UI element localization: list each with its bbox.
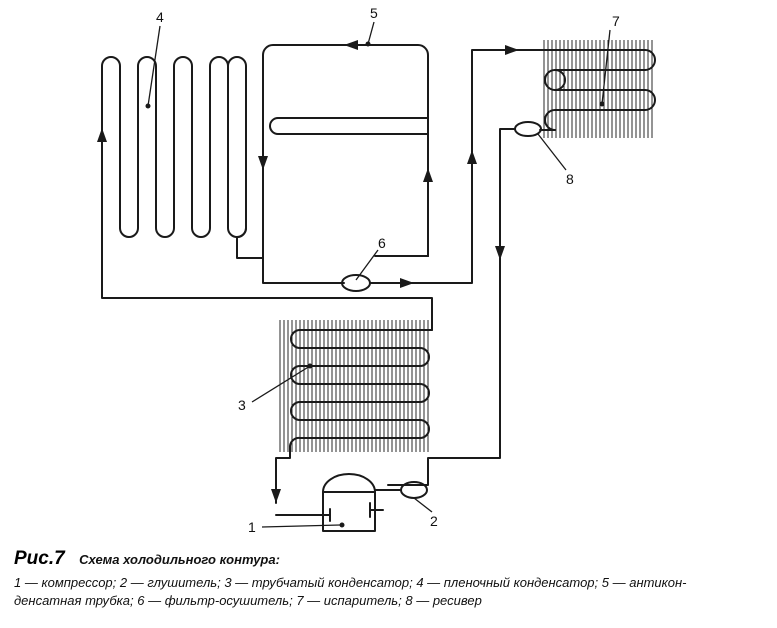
tube-condenser (279, 320, 429, 452)
arrow-up-left (97, 128, 107, 142)
receiver-line (387, 121, 542, 486)
evaporator (543, 40, 653, 138)
label-filter-dryer: 6 (378, 235, 386, 251)
legend-line-2: денсатная трубка; 6 — фильтр-осушитель; … (14, 593, 482, 608)
pipe-condenser-link (101, 134, 433, 331)
label-receiver: 8 (566, 171, 574, 187)
evaporator-coil (539, 49, 656, 131)
label-muffler: 2 (430, 513, 438, 529)
label-compressor: 1 (248, 519, 256, 535)
compressor (275, 473, 401, 532)
label-tube-condenser: 3 (238, 397, 246, 413)
label-anticondensate-tube: 5 (370, 5, 378, 21)
legend-line-1: 1 — компрессор; 2 — глушитель; 3 — трубч… (14, 575, 687, 590)
anticondensate-tube (258, 40, 433, 259)
receiver (514, 121, 542, 137)
film-condenser (101, 56, 264, 259)
figure-subtitle: Схема холодильного контура: (79, 552, 280, 567)
callouts: 4 5 7 8 6 3 2 1 (147, 5, 620, 535)
filter-dryer-line (262, 45, 541, 292)
figure-title: Рис.7 (14, 548, 65, 569)
label-film-condenser: 4 (156, 9, 164, 25)
refrigeration-circuit-diagram: 4 5 7 8 6 3 2 1 (97, 5, 656, 535)
figure-caption: Рис.7 Схема холодильного контура: 1 — ко… (14, 548, 774, 610)
tube-condenser-coil (271, 329, 433, 504)
label-evaporator: 7 (612, 13, 620, 29)
filter-dryer (341, 274, 371, 292)
figure-legend: 1 — компрессор; 2 — глушитель; 3 — трубч… (14, 574, 774, 610)
